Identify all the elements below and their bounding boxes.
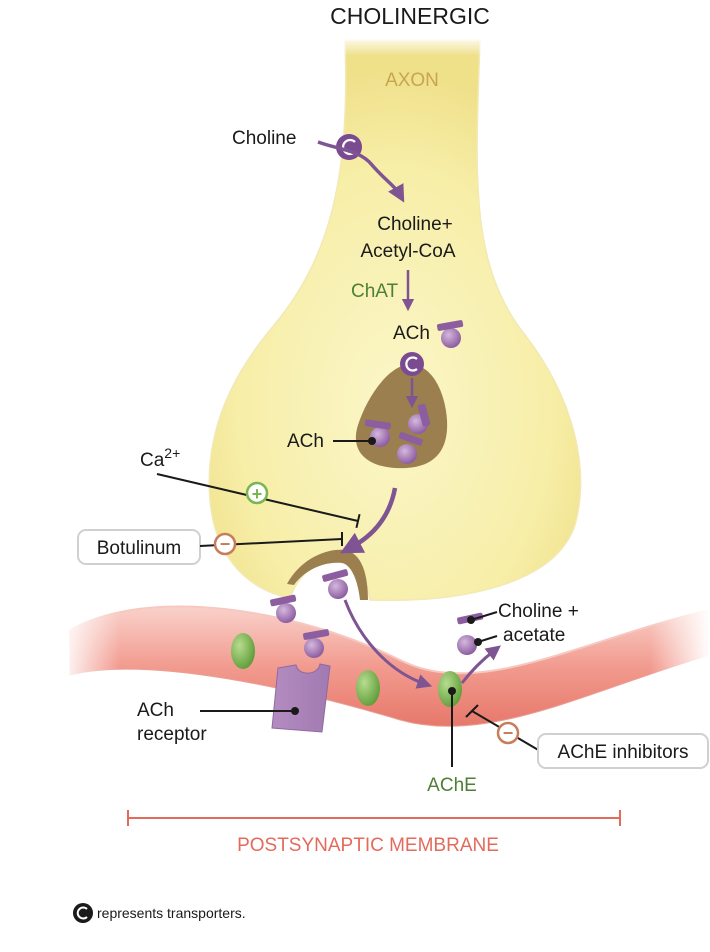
choline-acetate-label: acetate: [503, 625, 565, 646]
pointer-dot: [448, 687, 456, 695]
diffusion-arrow: [343, 599, 433, 689]
pointer-dot: [291, 707, 299, 715]
ache-label: AChE: [427, 775, 477, 796]
choline-plus-label: Choline+: [377, 214, 453, 235]
plus-stimulation-icon: [245, 481, 269, 505]
acetyl-coa-label: Acetyl-CoA: [360, 241, 455, 262]
hydrolysis-arrow: [460, 645, 501, 684]
calcium-label: Ca2+: [140, 445, 180, 471]
ach-vesicle-pointer-dot: [368, 437, 376, 445]
postsynaptic-label: POSTSYNAPTIC MEMBRANE: [237, 835, 499, 856]
postsynaptic-bracket: [127, 810, 621, 826]
ach-molecule-icon: [397, 431, 423, 464]
pointer-dot: [467, 616, 475, 624]
minus-symbol: −: [220, 534, 231, 554]
axon-terminal: [208, 36, 582, 602]
ach-receptor-label: ACh: [137, 700, 174, 721]
minus-inhibition-icon: [496, 721, 520, 745]
choline-molecule-icon: [457, 635, 477, 655]
vesicular-transporter-icon: [400, 352, 424, 376]
calcium-pointer-tick: [355, 513, 361, 529]
plus-symbol: +: [252, 484, 263, 504]
ach-molecule-icon: [408, 403, 431, 434]
transporter-legend-icon: [73, 903, 93, 923]
pointer-dot: [474, 638, 482, 646]
ach-cytoplasm-label: ACh: [393, 323, 430, 344]
ache-enzyme-icon: [356, 670, 380, 706]
ach-molecule-icon: [302, 629, 330, 658]
footnote-text: represents transporters.: [97, 905, 246, 921]
ache-inhibit-tick: [465, 704, 479, 718]
ache-inhibitors-label: AChE inhibitors: [558, 742, 689, 763]
botulinum-box: [77, 529, 201, 565]
exocytosis-arrow: [340, 487, 398, 554]
botulinum-label: Botulinum: [97, 538, 182, 559]
ach-molecule-icon: [436, 320, 464, 348]
ache-enzyme-icon: [231, 633, 255, 669]
minus-inhibition-icon: [213, 532, 237, 556]
choline-uptake-arrow: [317, 140, 405, 203]
choline-acetate-label: Choline +: [498, 601, 579, 622]
ache-inhibitors-box: [537, 733, 709, 769]
fusing-vesicle: [287, 549, 368, 600]
diagram-title: CHOLINERGIC: [330, 3, 490, 29]
choline-label: Choline: [232, 128, 296, 149]
axon-label: AXON: [385, 70, 439, 91]
postsynaptic-membrane: [60, 590, 710, 727]
ach-receptor-icon: [271, 663, 331, 733]
chat-enzyme-label: ChAT: [351, 281, 399, 302]
ach-vesicle-label: ACh: [287, 431, 324, 452]
ach-molecule-icon: [270, 594, 297, 623]
choline-acetate-pointer: [470, 611, 498, 621]
minus-symbol: −: [503, 723, 514, 743]
ach-molecule-icon: [322, 569, 349, 599]
ach-receptor-label: receptor: [137, 724, 207, 745]
